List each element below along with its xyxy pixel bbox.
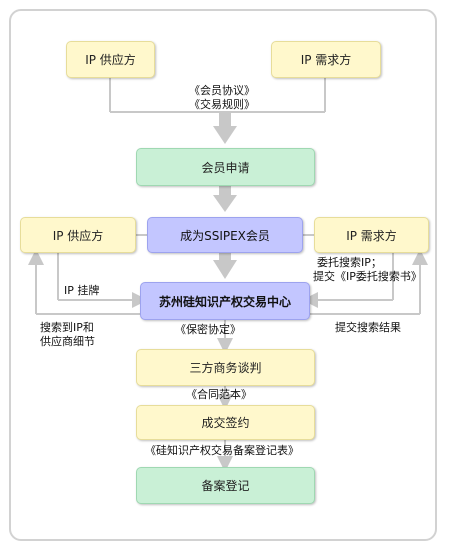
node-member-apply: 会员申请 (136, 148, 315, 186)
label-search-result-1: 搜索到IP和 (40, 321, 94, 334)
node-signing: 成交签约 (136, 405, 315, 440)
big-arrow-3 (213, 253, 237, 279)
node-ip-demander-top: IP 需求方 (271, 41, 381, 78)
node-negotiation: 三方商务谈判 (136, 349, 315, 386)
label-ip-listing: IP 挂牌 (64, 284, 100, 297)
big-arrow-1 (213, 112, 237, 144)
label-delegate-2: 提交《IP委托搜索书》 (313, 270, 422, 283)
label-trading-rules: 《交易规则》 (189, 98, 255, 111)
node-become-member: 成为SSIPEX会员 (147, 217, 303, 253)
big-arrow-2 (213, 186, 237, 212)
node-registration: 备案登记 (136, 467, 315, 504)
join-line-top (109, 78, 326, 113)
node-ip-supplier-mid: IP 供应方 (20, 217, 136, 253)
label-confidentiality: 《保密协定》 (175, 323, 241, 336)
right-loop (302, 249, 428, 315)
label-member-agreement: 《会员协议》 (189, 84, 255, 97)
node-ip-supplier-top: IP 供应方 (66, 41, 155, 78)
label-registration-form: 《硅知识产权交易备案登记表》 (145, 444, 299, 457)
label-search-result-2: 供应商细节 (40, 335, 95, 348)
label-delegate-1: 委托搜索IP； (317, 256, 382, 269)
node-ip-demander-mid: IP 需求方 (314, 217, 429, 253)
label-contract-template: 《合同范本》 (186, 388, 252, 401)
left-loop (28, 249, 148, 315)
label-submit-search-result: 提交搜索结果 (335, 321, 401, 334)
node-trading-center: 苏州硅知识产权交易中心 (140, 282, 310, 320)
